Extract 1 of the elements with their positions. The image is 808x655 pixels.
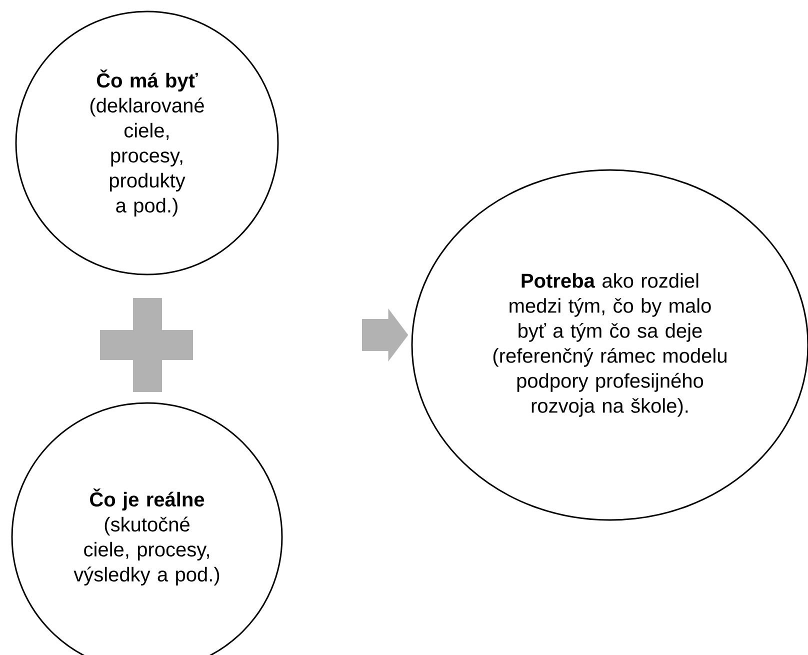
circle-node: Čo má byť (deklarované ciele, procesy, produkty a pod.) [15, 10, 279, 276]
